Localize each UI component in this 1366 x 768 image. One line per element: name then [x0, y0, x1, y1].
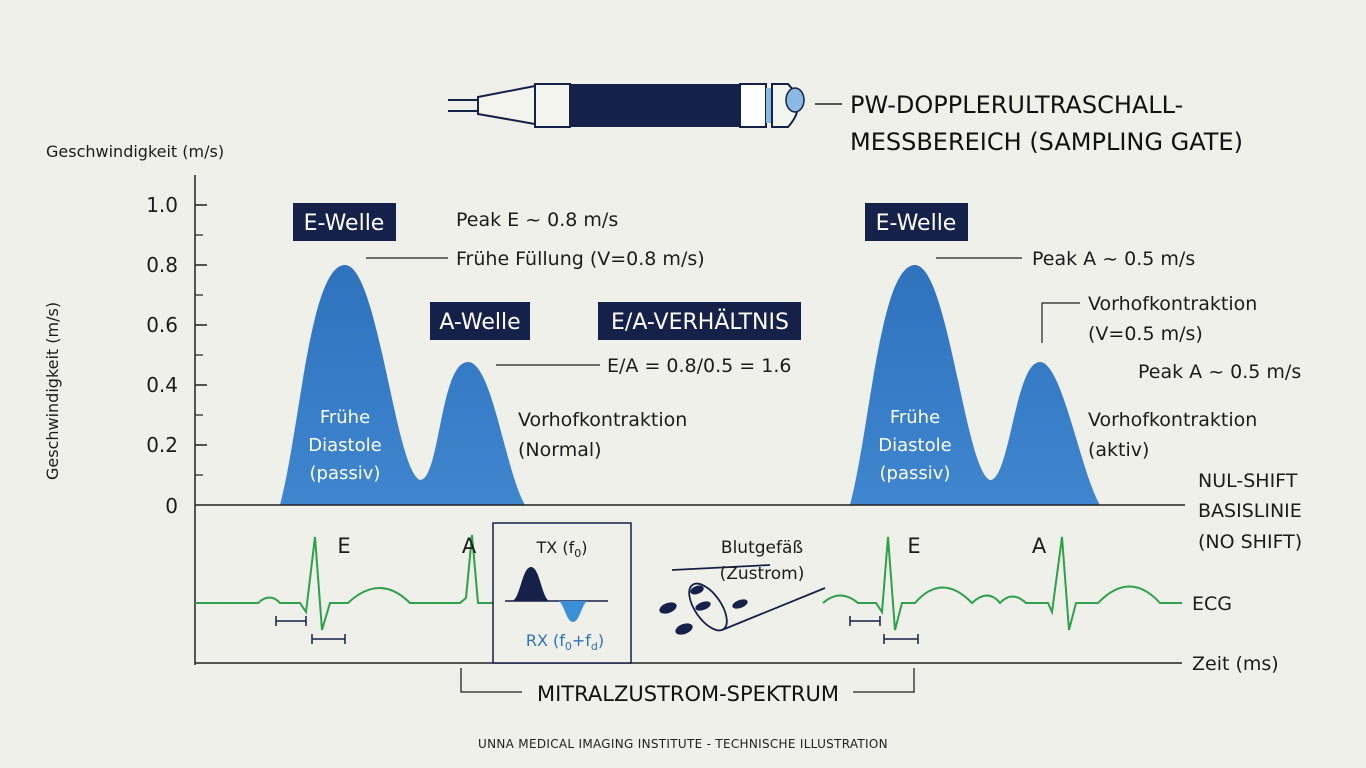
right-e-wave-label: E-Welle [876, 211, 957, 236]
rx-label: RX (f0+fd) [526, 631, 604, 653]
tx-pulse-shape [512, 567, 550, 601]
y-tick-0-8: 0.8 [146, 253, 178, 277]
footer-credit: UNNA MEDICAL IMAGING INSTITUTE - TECHNIS… [478, 737, 888, 751]
left-peak-e-text: Peak E ~ 0.8 m/s [456, 209, 618, 231]
right-wave-text-1: Frühe [890, 407, 940, 428]
y-tick-0-2: 0.2 [146, 433, 178, 457]
ea-ratio-formula: E/A = 0.8/0.5 = 1.6 [607, 355, 791, 377]
y-axis-title: Geschwindigkeit (m/s) [46, 142, 224, 161]
right-ecg-a-marker: A [1032, 534, 1047, 558]
tx-label: TX (f0) [536, 538, 588, 560]
baseline-label-line3: (NO SHIFT) [1198, 531, 1302, 553]
vessel-label-line2: (Zustrom) [720, 564, 805, 584]
left-ecg-a-marker: A [462, 534, 477, 558]
right-atrial-text-2: (aktiv) [1088, 439, 1149, 461]
right-peak-a-text-1: Peak A ~ 0.5 m/s [1032, 248, 1195, 270]
y-axis [194, 175, 207, 665]
baseline-label-line2: BASISLINIE [1198, 500, 1302, 522]
probe-title-line1: PW-DOPPLERULTRASCHALL- [850, 91, 1183, 119]
right-wave-text-3: (passiv) [880, 463, 951, 484]
right-atrial-text-1: Vorhofkontraktion [1088, 409, 1257, 431]
left-wave-text-1: Frühe [320, 407, 370, 428]
right-atrial-v-text-1: Vorhofkontraktion [1088, 293, 1257, 315]
y-axis-side-title: Geschwindigkeit (m/s) [43, 302, 62, 480]
y-tick-1-0: 1.0 [146, 193, 178, 217]
probe-title-line2: MESSBEREICH (SAMPLING GATE) [850, 128, 1243, 156]
y-tick-0-6: 0.6 [146, 313, 178, 337]
left-doppler-waveform [280, 265, 525, 505]
right-e-wave-box [865, 203, 968, 241]
right-doppler-waveform [850, 265, 1100, 505]
right-ecg-e-marker: E [907, 534, 920, 558]
ea-ratio-label: E/A-VERHÄLTNIS [611, 309, 789, 335]
left-wave-text-2: Diastole [308, 435, 381, 456]
time-axis-label: Zeit (ms) [1192, 653, 1279, 675]
left-wave-text-3: (passiv) [310, 463, 381, 484]
left-atrial-text-2: (Normal) [518, 439, 602, 461]
left-a-wave-box [430, 302, 530, 340]
left-ecg-trace [195, 534, 493, 631]
left-ecg-e-marker: E [337, 534, 350, 558]
doppler-probe-icon [448, 83, 805, 128]
ea-ratio-box [598, 302, 801, 340]
right-ecg-trace [822, 536, 1182, 631]
left-e-wave-label: E-Welle [304, 211, 385, 236]
tx-rx-inset-box [492, 522, 632, 664]
left-atrial-text-1: Vorhofkontraktion [518, 409, 687, 431]
y-tick-0-4: 0.4 [146, 373, 178, 397]
ecg-label: ECG [1192, 593, 1232, 615]
blood-vessel-icon [659, 564, 826, 635]
rx-pulse-shape [558, 601, 588, 622]
left-e-wave-box [293, 203, 396, 241]
right-wave-text-2: Diastole [878, 435, 951, 456]
right-atrial-v-text-2: (V=0.5 m/s) [1088, 323, 1203, 345]
left-a-wave-label: A-Welle [439, 310, 520, 335]
baseline-label-line1: NUL-SHIFT [1198, 470, 1298, 492]
spectrum-label: MITRALZUSTROM-SPEKTRUM [537, 682, 839, 706]
y-tick-0: 0 [165, 494, 178, 518]
left-early-filling-text: Frühe Füllung (V=0.8 m/s) [456, 248, 705, 270]
vessel-label-line1: Blutgefäß [721, 538, 803, 558]
interval-brackets [275, 616, 919, 644]
right-peak-a-text-2: Peak A ~ 0.5 m/s [1138, 361, 1301, 383]
